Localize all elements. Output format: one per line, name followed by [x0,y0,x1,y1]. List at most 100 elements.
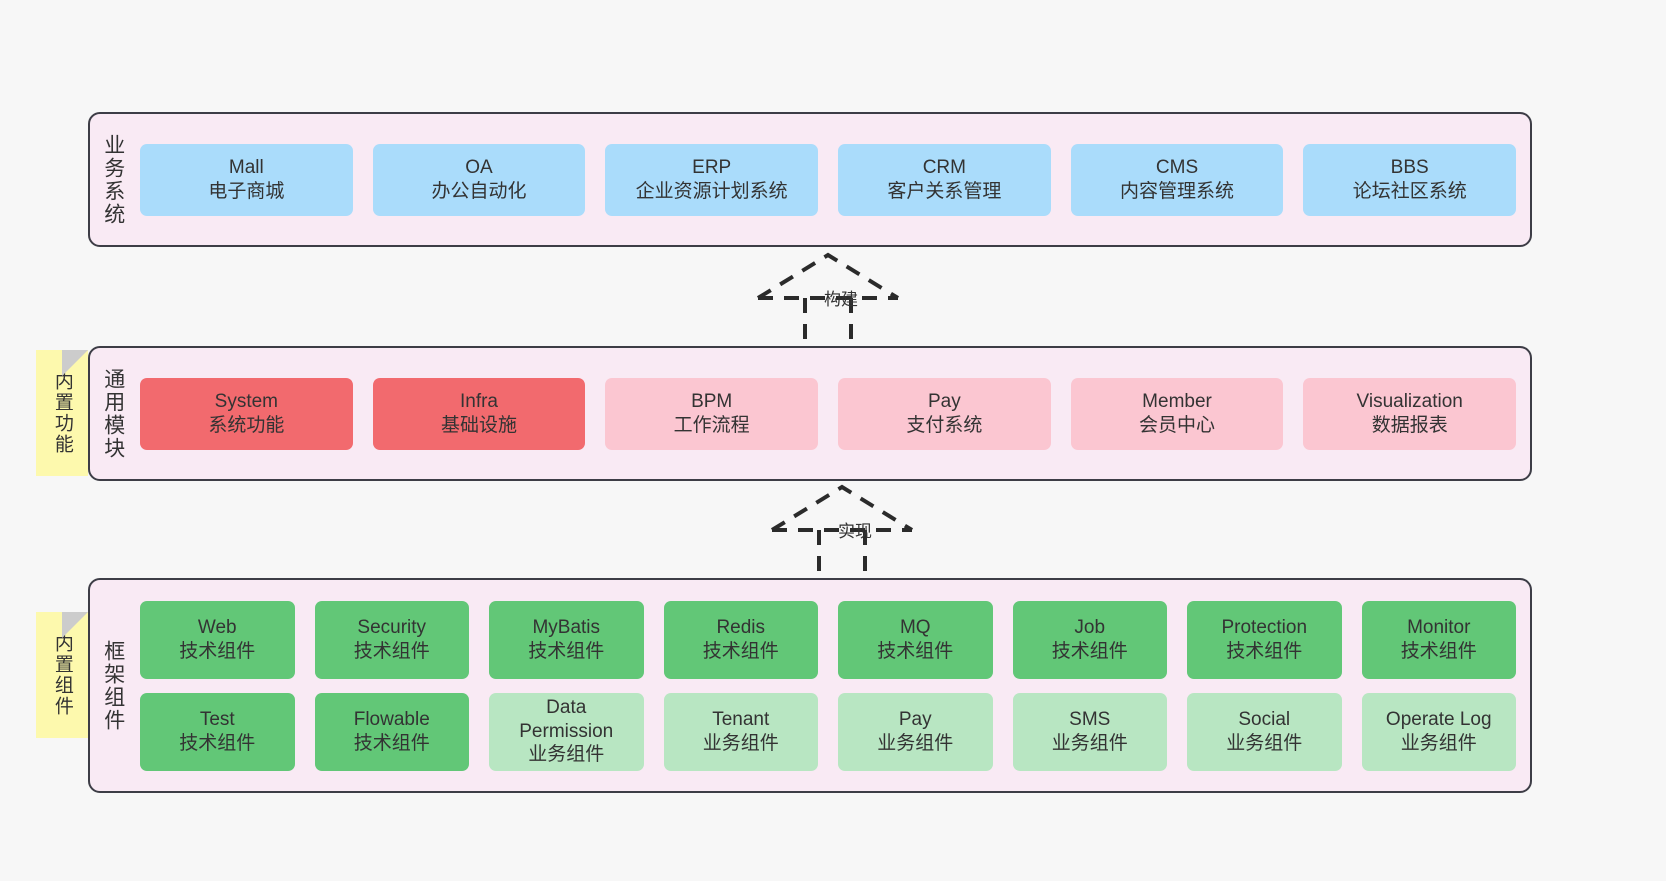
note-builtin-features: 内置功能 [36,350,88,476]
node-title: Member [1142,390,1212,412]
node-subtitle: 论坛社区系统 [1352,180,1467,202]
node-operate-log[interactable]: Operate Log 业务组件 [1361,692,1516,771]
note-builtin-components: 内置组件 [36,612,88,738]
layer-body-common-modules: System 系统功能 Infra 基础设施 BPM 工作流程 Pay 支付系统… [136,348,1530,479]
node-title: BPM [691,390,733,412]
node-title: CRM [922,156,966,178]
node-subtitle: 技术组件 [353,732,430,754]
node-subtitle: 技术组件 [353,640,430,662]
node-subtitle: 基础设施 [441,414,518,436]
node-title: Social [1238,708,1291,730]
layer-title-business-system: 业务系统 [101,133,125,226]
node-data-permission[interactable]: Data Permission 业务组件 [489,692,644,771]
node-flowable[interactable]: Flowable 技术组件 [314,692,469,771]
node-subtitle: 技术组件 [702,640,779,662]
node-pay-component[interactable]: Pay 业务组件 [838,692,993,771]
node-title: CMS [1155,156,1199,178]
node-pay[interactable]: Pay 支付系统 [838,377,1051,450]
node-subtitle: 业务组件 [1051,732,1128,754]
node-subtitle: 技术组件 [528,640,605,662]
layer-row: Mall 电子商城 OA 办公自动化 ERP 企业资源计划系统 CRM 客户关系… [140,143,1517,216]
node-erp[interactable]: ERP 企业资源计划系统 [605,143,819,216]
node-subtitle: 技术组件 [1400,640,1477,662]
node-title: System [214,390,279,412]
node-subtitle: 会员中心 [1139,414,1216,436]
layer-common-modules: 通用模块 System 系统功能 Infra 基础设施 BPM 工作流程 Pay… [88,346,1532,481]
node-title: ERP [692,156,732,178]
layer-title-framework-components: 框架组件 [101,639,125,732]
node-subtitle: 支付系统 [906,414,983,436]
layer-business-system: 业务系统 Mall 电子商城 OA 办公自动化 ERP 企业资源计划系统 CRM… [88,112,1532,247]
node-bpm[interactable]: BPM 工作流程 [605,377,819,450]
node-title: Protection [1221,616,1308,638]
node-title: Redis [716,616,766,638]
node-monitor[interactable]: Monitor 技术组件 [1361,600,1516,679]
node-subtitle: 技术组件 [179,640,256,662]
node-subtitle: 工作流程 [673,414,750,436]
node-title: MyBatis [532,616,601,638]
node-security[interactable]: Security 技术组件 [314,600,469,679]
node-subtitle: 业务组件 [1226,732,1303,754]
node-cms[interactable]: CMS 内容管理系统 [1070,143,1284,216]
node-subtitle: 数据报表 [1371,414,1448,436]
node-web[interactable]: Web 技术组件 [140,600,295,679]
node-subtitle: 电子商城 [208,180,285,202]
node-mq[interactable]: MQ 技术组件 [838,600,993,679]
node-subtitle: 业务组件 [1400,732,1477,754]
node-subtitle: 客户关系管理 [887,180,1002,202]
node-visualization[interactable]: Visualization 数据报表 [1303,377,1517,450]
node-title: Infra [459,390,499,412]
connector-label-implement: 实现 [838,522,872,541]
node-job[interactable]: Job 技术组件 [1012,600,1167,679]
node-title: Job [1074,616,1106,638]
node-mybatis[interactable]: MyBatis 技术组件 [489,600,644,679]
connector-build: 构建 [748,250,928,350]
node-subtitle: 企业资源计划系统 [635,180,788,202]
node-mall[interactable]: Mall 电子商城 [140,143,353,216]
node-title: BBS [1390,156,1429,178]
node-subtitle: 业务组件 [702,732,779,754]
layer-body-business-system: Mall 电子商城 OA 办公自动化 ERP 企业资源计划系统 CRM 客户关系… [136,114,1530,245]
node-subtitle: 业务组件 [877,732,954,754]
layer-row: Test 技术组件 Flowable 技术组件 Data Permission … [140,692,1516,771]
node-title: Data [546,696,587,718]
node-title: SMS [1069,708,1111,730]
node-protection[interactable]: Protection 技术组件 [1187,600,1342,679]
node-system[interactable]: System 系统功能 [140,377,353,450]
node-bbs[interactable]: BBS 论坛社区系统 [1303,143,1517,216]
node-title: Mall [228,156,264,178]
node-subtitle: 业务组件 [528,744,605,766]
layer-row: Web 技术组件 Security 技术组件 MyBatis 技术组件 Redi… [140,600,1516,679]
node-member[interactable]: Member 会员中心 [1070,377,1284,450]
connector-implement: 实现 [762,482,942,582]
node-title-line2: Permission [519,720,614,742]
node-title: Monitor [1407,616,1471,638]
node-title: OA [465,156,493,178]
node-social[interactable]: Social 业务组件 [1187,692,1342,771]
node-title: MQ [899,616,931,638]
node-title: Pay [898,708,932,730]
node-sms[interactable]: SMS 业务组件 [1012,692,1167,771]
node-infra[interactable]: Infra 基础设施 [372,377,586,450]
node-tenant[interactable]: Tenant 业务组件 [663,692,818,771]
node-test[interactable]: Test 技术组件 [140,692,295,771]
node-subtitle: 技术组件 [179,732,256,754]
node-title: Operate Log [1385,708,1492,730]
node-title: Tenant [712,708,770,730]
node-subtitle: 内容管理系统 [1120,180,1235,202]
node-title: Web [197,616,237,638]
node-oa[interactable]: OA 办公自动化 [372,143,586,216]
node-subtitle: 技术组件 [877,640,954,662]
node-title: Test [199,708,235,730]
layer-row: System 系统功能 Infra 基础设施 BPM 工作流程 Pay 支付系统… [140,377,1517,450]
node-subtitle: 技术组件 [1051,640,1128,662]
connector-label-build: 构建 [824,290,858,309]
node-subtitle: 系统功能 [208,414,285,436]
layer-body-framework-components: Web 技术组件 Security 技术组件 MyBatis 技术组件 Redi… [136,580,1530,791]
node-crm[interactable]: CRM 客户关系管理 [838,143,1051,216]
node-title: Pay [927,390,961,412]
node-redis[interactable]: Redis 技术组件 [663,600,818,679]
node-title: Security [357,616,427,638]
node-title: Visualization [1356,390,1463,412]
